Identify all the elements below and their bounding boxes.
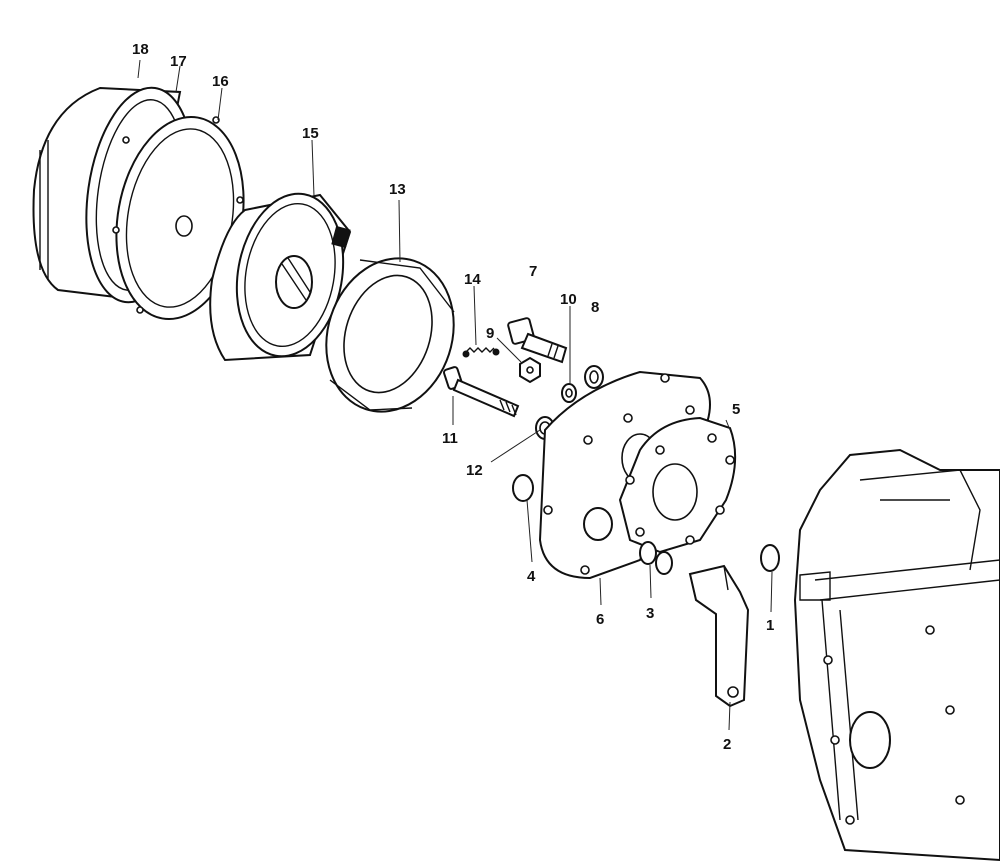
callout-13: 13 [389,181,406,198]
part-9-nut [519,356,541,384]
callout-4: 4 [527,568,536,585]
callout-7: 7 [529,263,537,280]
callout-labels: 18 17 16 15 13 14 7 9 10 8 11 12 5 4 6 3… [132,41,774,753]
transmission-case [793,448,1000,862]
callout-15: 15 [302,125,319,142]
callout-14: 14 [464,271,481,288]
part-7-bolt [507,317,568,364]
part-4-o-ring [512,474,534,502]
callout-8: 8 [591,299,599,316]
part-1-o-ring [760,544,780,572]
callout-10: 10 [560,291,577,308]
leader-lines [137,59,773,731]
callout-17: 17 [170,53,187,70]
part-15-brake-drum [209,192,352,362]
callout-11: 11 [442,430,458,447]
callout-5: 5 [732,401,740,418]
part-11-long-bolt [443,366,520,418]
part-8-seal [584,365,604,389]
callout-6: 6 [596,611,604,628]
part-13-brake-shoes [325,257,455,413]
part-2-lever-shaft [688,564,750,708]
part-3-o-rings [639,541,673,575]
callout-1: 1 [766,617,774,634]
callout-12: 12 [466,462,483,479]
callout-2: 2 [723,736,731,753]
part-5-cover-plate [618,416,737,554]
callout-18: 18 [132,41,149,58]
callout-3: 3 [646,605,654,622]
callout-16: 16 [212,73,229,90]
callout-9: 9 [486,325,494,342]
part-14-springs [462,347,500,358]
part-10-washer [561,383,577,403]
